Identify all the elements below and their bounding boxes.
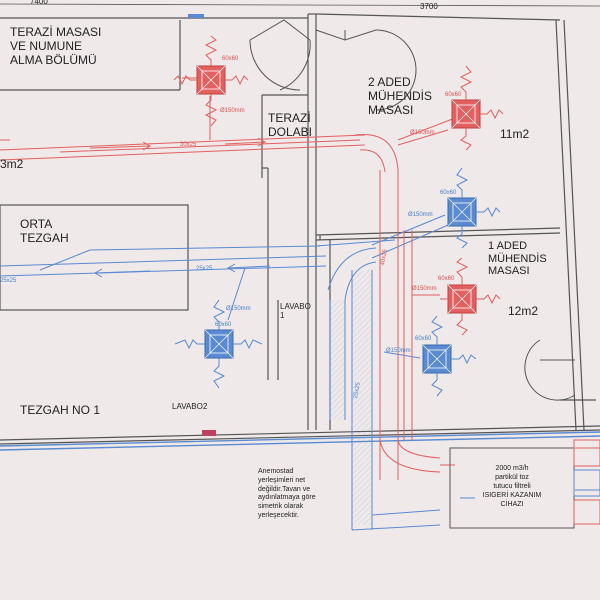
diffuser-size-muhendis-2: 60x60 [445, 92, 462, 98]
dimension-top-left: 7400 [30, 0, 48, 6]
red-ducts [0, 77, 600, 480]
top-marker [188, 14, 204, 18]
diffuser-dia-muhendis-2: Ø150mm [410, 130, 435, 136]
blue-duct-hatch-left [330, 300, 345, 420]
blue-arrows [93, 263, 271, 278]
room-terazi-masasi: TERAZİ MASASI VE NUMUNE ALMA BÖLÜMÜ [10, 25, 102, 67]
diffuser-size-lavabo: 60x60 [215, 322, 232, 328]
device-connectors [573, 439, 600, 525]
dimension-top-right: 3700 [420, 2, 438, 11]
diffuser-dia-lower-blue: Ø150mm [386, 348, 411, 354]
diffuser-dia-muhendis-1: Ø150mm [412, 286, 437, 292]
diffuser-size-muhendis-1: 60x60 [438, 276, 455, 282]
area-12m2: 12m2 [508, 304, 539, 318]
red-diffuser-muhendis-2 [451, 65, 504, 151]
room-muhendis-2: 2 ADED MÜHENDİS MASASI [368, 75, 433, 117]
doors [249, 19, 576, 401]
blue-diffuser-upper [447, 167, 501, 249]
blue-diffuser-lavabo [174, 299, 263, 389]
room-orta-tezgah: ORTA TEZGAH [20, 217, 69, 245]
device-label: 2000 m3/h partikül toz tutucu filtreli I… [482, 465, 542, 509]
diffuser-size-upper-blue: 60x60 [440, 190, 457, 196]
installation-note: Anemostad yerleşimleri net değildir.Tava… [258, 468, 316, 519]
diffuser-size-terazi: 60x60 [222, 56, 239, 62]
wall-marker [202, 430, 216, 436]
diffuser-size-lower-blue: 60x60 [415, 336, 432, 342]
room-lavabo-2: LAVABO2 [172, 402, 208, 411]
blue-left-duct-label: 25x25 [0, 278, 17, 284]
blue-duct-hatch [352, 270, 372, 525]
room-tezgah-no1: TEZGAH NO 1 [20, 403, 101, 417]
area-11m2: 11m2 [500, 127, 530, 141]
red-diffuser-terazi [173, 35, 249, 127]
blue-main-duct-label: 25x25 [196, 266, 213, 272]
diffuser-dia-lavabo: Ø150mm [226, 306, 251, 312]
room-muhendis-1: 1 ADED MÜHENDİS MASASI [488, 240, 547, 278]
diffuser-dia-upper-blue: Ø150mm [408, 212, 433, 218]
diffuser-dia-terazi: Ø150mm [220, 108, 245, 114]
area-left: 3m2 [0, 157, 24, 171]
blue-diffuser-lower [422, 315, 477, 397]
room-terazi-dolabi: TERAZİ DOLABI [268, 111, 313, 139]
red-main-duct-label: 30x25 [180, 142, 197, 148]
walls [0, 3, 600, 445]
red-arrows [89, 137, 267, 151]
red-diffuser-muhendis-1 [440, 257, 501, 336]
room-lavabo-1: LAVABO 1 [280, 302, 311, 321]
